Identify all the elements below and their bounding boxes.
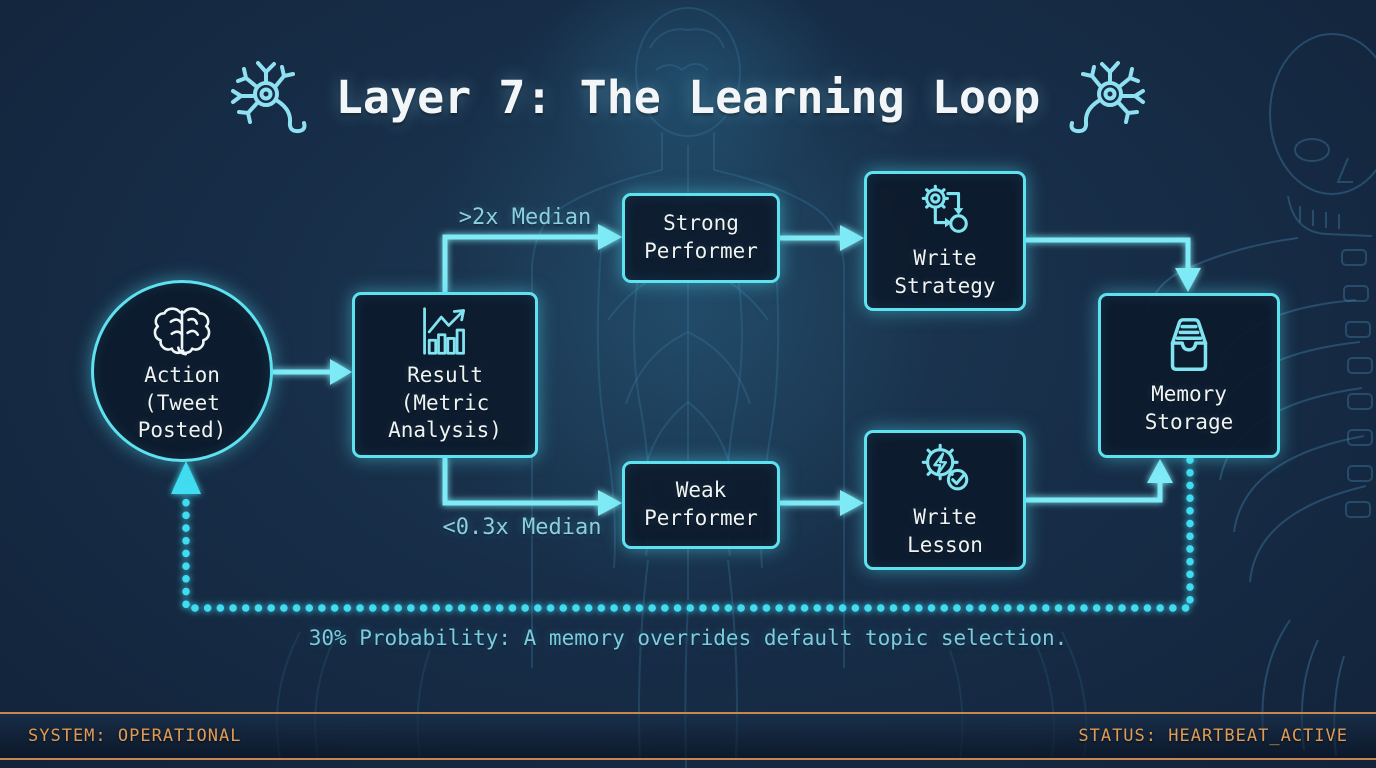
node-write-strategy: Write Strategy: [864, 171, 1026, 311]
node-label: Write Strategy: [894, 245, 996, 298]
gear-workflow-icon: [921, 184, 968, 233]
node-weak-performer: Weak Performer: [622, 461, 780, 549]
node-write-lesson: Write Lesson: [864, 430, 1026, 570]
bar-chart-trend-icon: [423, 306, 465, 355]
node-label: Strong Performer: [644, 211, 758, 263]
title-bar: Layer 7: The Learning Loop: [0, 58, 1376, 136]
neuron-icon: [230, 61, 307, 134]
status-bar: SYSTEM: OPERATIONAL STATUS: HEARTBEAT_AC…: [0, 712, 1376, 760]
neuron-icon: [1069, 61, 1146, 134]
node-label: Write Lesson: [907, 504, 983, 557]
edge-label-weak-threshold: <0.3x Median: [442, 515, 602, 540]
node-action: Action (Tweet Posted): [91, 280, 273, 462]
node-memory-storage: Memory Storage: [1098, 293, 1280, 458]
gear-check-icon: [921, 443, 969, 490]
probability-caption: 30% Probability: A memory overrides defa…: [308, 626, 1068, 650]
edge-label-strong-threshold: >2x Median: [458, 205, 592, 230]
node-result: Result (Metric Analysis): [352, 292, 538, 458]
system-status-text: SYSTEM: OPERATIONAL: [28, 726, 242, 746]
node-label: Result (Metric Analysis): [388, 362, 502, 443]
node-label: Action (Tweet Posted): [137, 362, 227, 443]
node-strong-performer: Strong Performer: [622, 193, 780, 283]
heartbeat-status-text: STATUS: HEARTBEAT_ACTIVE: [1078, 726, 1348, 746]
node-label: Weak Performer: [644, 478, 758, 530]
brain-icon: [153, 307, 211, 356]
page-title: Layer 7: The Learning Loop: [335, 70, 1041, 124]
inbox-archive-icon: [1170, 318, 1208, 372]
node-label: Memory Storage: [1144, 382, 1234, 434]
